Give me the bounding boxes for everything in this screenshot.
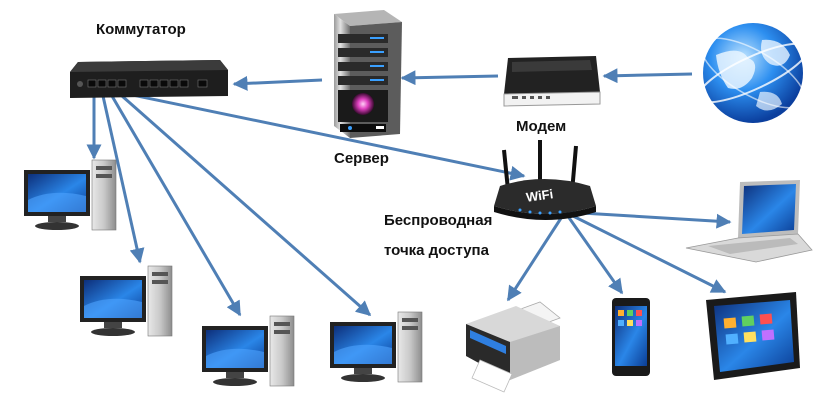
arrow-router-to-laptop [564, 210, 732, 229]
arrow-modem-to-server [400, 70, 499, 86]
server-label: Сервер [334, 150, 389, 167]
printer-icon [466, 301, 561, 393]
laptop-icon [685, 180, 813, 263]
switch-icon [70, 60, 228, 98]
desktop-computer-icon [202, 315, 295, 387]
arrow-switch-to-pc2 [101, 95, 145, 264]
desktop-computer-icon [330, 311, 423, 383]
desktop-computer-icon [24, 159, 117, 231]
arrow-switch-to-pc4 [121, 94, 372, 317]
globe-icon [697, 23, 809, 123]
arrow-router-to-phone [563, 211, 624, 295]
wifi-router-icon: WiFi [494, 140, 596, 220]
desktop-computer-icon [80, 265, 173, 337]
arrow-server-to-switch [232, 75, 323, 91]
wifi-logo-text: WiFi [525, 186, 554, 205]
modem-icon [503, 56, 601, 107]
modem-label: Модем [516, 118, 567, 135]
tablet-icon [706, 292, 800, 380]
access-point-label-line1: Беспроводная [384, 212, 493, 229]
access-point-label-line2: точка доступа [384, 242, 489, 259]
arrow-switch-to-router [117, 90, 526, 181]
server-icon [334, 10, 402, 138]
arrow-internet-to-modem [602, 68, 693, 84]
connection-arrows [86, 68, 732, 317]
smartphone-icon [612, 298, 650, 376]
arrow-router-to-tablet [564, 210, 727, 294]
arrow-router-to-printer [506, 211, 567, 302]
arrow-switch-to-pc3 [110, 95, 242, 317]
switch-label: Коммутатор [96, 21, 186, 38]
